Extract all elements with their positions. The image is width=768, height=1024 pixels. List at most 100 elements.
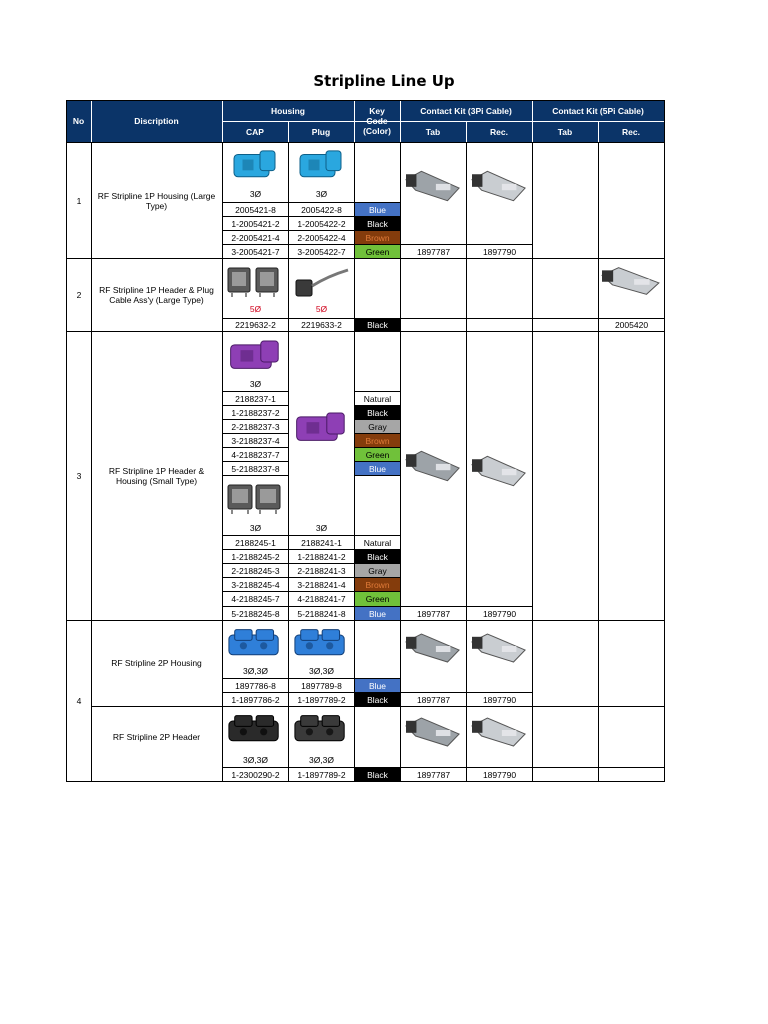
key-color-natural: Natural (355, 392, 400, 405)
plug-part-number: 2-2188241-3 (297, 565, 346, 576)
cap-part-number: 3-2188245-4 (231, 579, 280, 590)
row-divider (354, 419, 401, 420)
rec5-part-number: 2005420 (614, 320, 649, 330)
rec-part-number: 1897790 (482, 246, 517, 257)
plug-part-number: 3-2005422-7 (297, 246, 346, 257)
row-number: 1 (76, 195, 82, 206)
plug-housing-icon (296, 412, 345, 441)
cap-part-number: 5-2188237-8 (231, 463, 280, 474)
key-color-black: Black (355, 768, 400, 781)
plug-housing-icon (294, 715, 345, 742)
cable-plug-icon (295, 268, 349, 297)
row-divider (222, 419, 289, 420)
plug-part-number: 4-2188241-7 (297, 594, 346, 604)
cap-part-number: 2-2188237-3 (231, 421, 280, 432)
cap-part-number: 4-2188237-7 (231, 449, 280, 460)
plug-size-label: 3Ø,3Ø (308, 666, 335, 676)
plug-part-number: 5-2188241-8 (297, 608, 346, 619)
plug-part-number: 2219633-2 (301, 320, 342, 330)
header-connector-icon (255, 267, 279, 297)
plug-size-label: 5Ø (315, 304, 328, 314)
cap-part-number: 5-2188245-8 (231, 608, 280, 619)
row-divider (91, 706, 665, 707)
header-housing: Housing (222, 100, 354, 121)
key-color-black: Black (355, 217, 400, 230)
table-right-border (664, 100, 665, 142)
cap-part-number: 1-2005421-2 (231, 218, 280, 229)
row-description: RF Stripline 1P Housing (Large Type) (97, 190, 216, 211)
header-rec-5pi: Rec. (598, 121, 664, 142)
column-divider (532, 142, 533, 782)
plug-housing-icon (299, 150, 342, 178)
row-number: 4 (76, 696, 82, 706)
column-divider (400, 142, 401, 782)
rec-contact-icon (471, 717, 526, 747)
key-color-black: Black (355, 406, 400, 419)
table-left-border (66, 100, 67, 142)
row-divider (222, 563, 401, 564)
row-divider (66, 258, 665, 259)
row-number: 3 (76, 471, 82, 481)
header-column-divider (466, 121, 467, 142)
header-connector-icon (255, 484, 281, 514)
header-tab-5pi: Tab (532, 121, 598, 142)
tab-part-number: 1897787 (416, 694, 451, 705)
column-divider (288, 142, 289, 782)
rec-part-number: 1897790 (482, 608, 517, 619)
cap-size-label: 5Ø (249, 304, 262, 314)
tab-part-number: 1897787 (416, 246, 451, 257)
key-color-brown: Brown (355, 578, 400, 591)
column-divider (466, 142, 467, 782)
column-divider (598, 142, 599, 782)
key-color-gray: Gray (355, 564, 400, 577)
cap-part-number: 2219632-2 (235, 320, 276, 330)
tab-part-number: 1897787 (416, 608, 451, 619)
cap-size-label: 3Ø (249, 189, 262, 199)
column-divider (664, 142, 665, 782)
key-color-green: Green (355, 448, 400, 461)
tab-contact-icon (405, 717, 460, 747)
column-divider (222, 142, 223, 782)
row-divider (354, 447, 401, 448)
cap-size-label: 3Ø,3Ø (242, 755, 269, 765)
plug-part-number: 2-2005422-4 (297, 232, 346, 243)
row-divider (222, 692, 401, 693)
cap-size-label: 3Ø (249, 379, 262, 389)
cap-housing-icon (233, 150, 276, 178)
key-color-blue: Blue (355, 607, 400, 620)
rec-contact-icon (471, 633, 526, 663)
row-divider (222, 606, 401, 607)
plug-part-number: 2005422-8 (301, 204, 342, 215)
plug-part-number: 1-1897789-2 (297, 694, 346, 705)
plug-housing-icon (294, 629, 345, 656)
row-divider (222, 678, 401, 679)
row-divider (222, 591, 401, 592)
row-divider (222, 216, 401, 217)
header-cap: CAP (222, 121, 288, 142)
plug-part-number: 1-1897789-2 (297, 769, 346, 780)
column-divider (91, 142, 92, 782)
header-column-divider (222, 100, 223, 142)
row-divider (66, 781, 665, 782)
rec-part-number: 1897790 (482, 769, 517, 780)
key-color-black: Black (355, 319, 400, 331)
key-color-green: Green (355, 592, 400, 606)
row-description: RF Stripline 2P Header (112, 732, 201, 742)
column-divider (66, 142, 67, 782)
row-divider (222, 391, 289, 392)
row-divider (222, 318, 665, 319)
rec-contact-icon (471, 170, 526, 202)
key-color-blue: Blue (355, 679, 400, 692)
row-number: 2 (76, 290, 82, 300)
plug-part-number: 1-2188241-2 (297, 551, 346, 562)
cap-size-label: 3Ø,3Ø (242, 666, 269, 676)
rec-part-number: 1897790 (482, 694, 517, 705)
cap-part-number: 1-2188245-2 (231, 551, 280, 562)
cap-part-number: 2005421-8 (235, 204, 276, 215)
row-divider (222, 577, 401, 578)
cap-part-number: 2-2188245-3 (231, 565, 280, 576)
cap-part-number: 2-2005421-4 (231, 232, 280, 243)
header-description: Discription (91, 100, 222, 142)
cap-part-number: 3-2188237-4 (231, 435, 280, 446)
